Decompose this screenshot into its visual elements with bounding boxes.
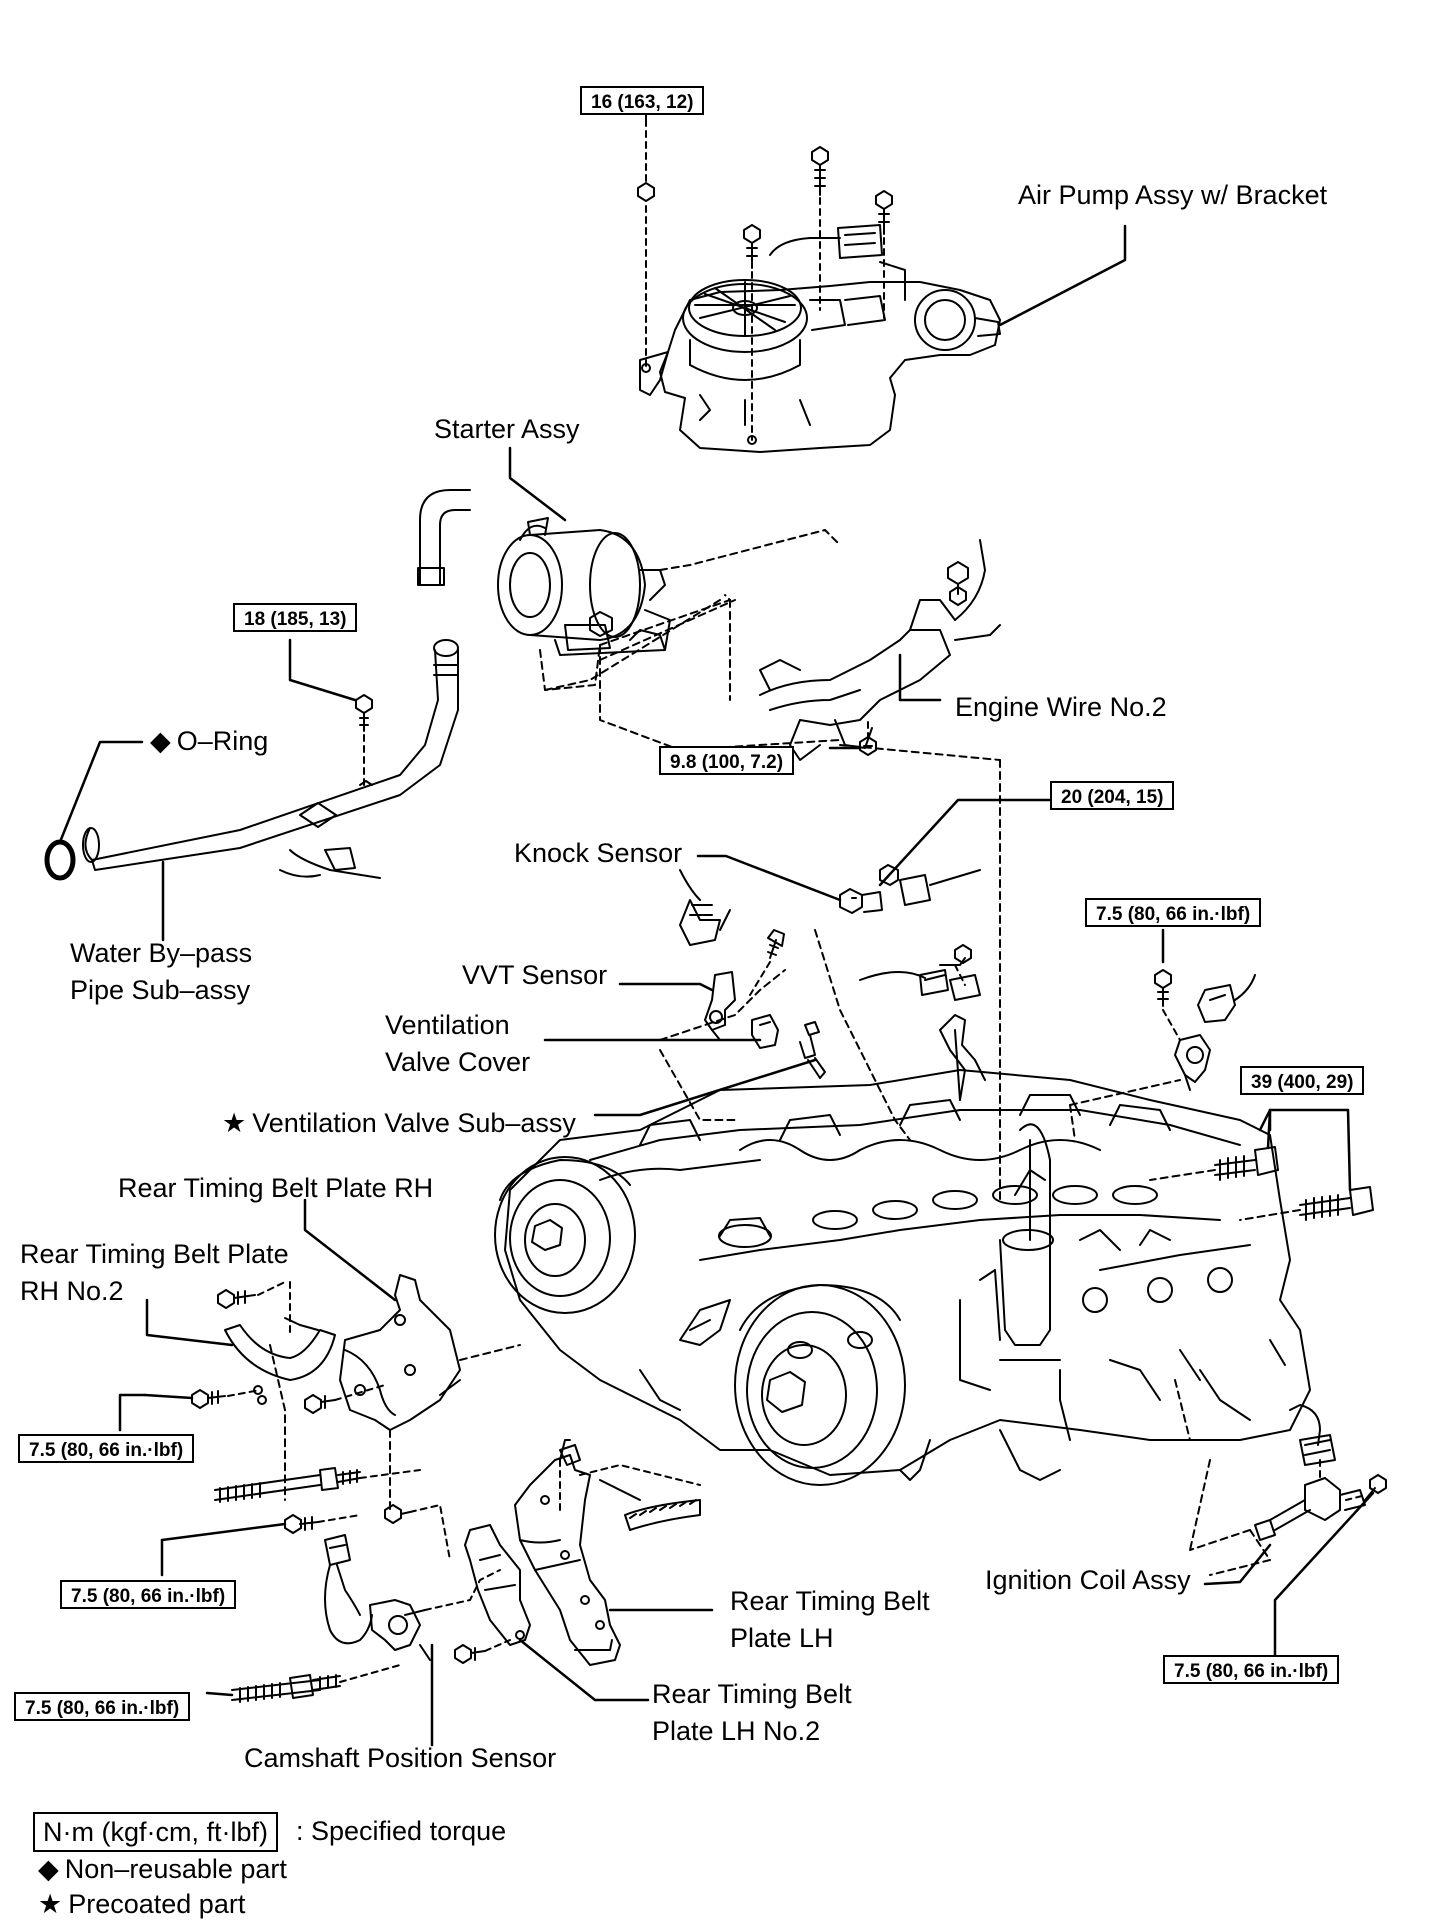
legend-specified-torque: : Specified torque xyxy=(296,1816,507,1846)
engine-wire-label: Engine Wire No.2 xyxy=(955,692,1167,722)
torque-right-bolts: 39 (400, 29) xyxy=(1240,1066,1365,1095)
rear-timing-belt-plate-rh-drawing xyxy=(339,1274,461,1431)
ignition-coil-assy-label: Ignition Coil Assy xyxy=(985,1565,1191,1595)
rear-timing-belt-plate-rh-no2-label-line1: Rear Timing Belt Plate xyxy=(20,1239,289,1269)
o-ring-drawing xyxy=(44,839,76,881)
rear-timing-belt-plate-lh-drawing xyxy=(514,1439,641,1666)
rear-timing-belt-plate-lh-no2-label-line2: Plate LH No.2 xyxy=(652,1716,821,1746)
torque-right-upper-sensor: 7.5 (80, 66 in.·lbf) xyxy=(1085,898,1262,927)
rear-timing-belt-plate-rh-no2-label-line2: RH No.2 xyxy=(20,1276,124,1306)
torque-rear-plate-rh: 7.5 (80, 66 in.·lbf) xyxy=(18,1434,195,1463)
legend-precoated: ★Precoated part xyxy=(38,1886,245,1923)
engine-block-drawing xyxy=(494,1014,1311,1486)
camshaft-position-sensor-drawing xyxy=(324,1534,431,1661)
rear-timing-belt-plate-rh-label: Rear Timing Belt Plate RH xyxy=(118,1173,434,1203)
legend-torque-unit-box: N·m (kgf·cm, ft·lbf) xyxy=(33,1812,278,1852)
air-pump-drawing xyxy=(639,224,1001,453)
knock-sensor-drawing xyxy=(679,864,981,946)
non-reusable-diamond-icon: ◆ xyxy=(150,726,171,756)
starter-assy-label: Starter Assy xyxy=(434,414,580,444)
ventilation-valve-cover-label-line1: Ventilation xyxy=(385,1010,510,1040)
torque-knock-sensor: 20 (204, 15) xyxy=(1050,781,1175,810)
camshaft-position-sensor-label: Camshaft Position Sensor xyxy=(244,1743,557,1773)
o-ring-label: ◆O–Ring xyxy=(150,723,268,760)
starter-drawing xyxy=(497,517,671,656)
air-pump-bolts xyxy=(637,119,893,445)
precoated-star-icon: ★ xyxy=(222,1108,247,1138)
right-bolts-39 xyxy=(1214,1146,1374,1221)
lower-left-studs xyxy=(214,1467,411,1703)
legend-star-icon: ★ xyxy=(38,1889,63,1919)
ignition-coil-drawing xyxy=(1254,1404,1366,1541)
torque-engine-wire: 9.8 (100, 7.2) xyxy=(659,746,795,775)
ventilation-valve-cover-label-line2: Valve Cover xyxy=(385,1047,531,1077)
torque-water-pipe: 18 (185, 13) xyxy=(233,603,358,632)
water-pipe-label-line1: Water By–pass xyxy=(70,938,253,968)
engine-wire-drawing xyxy=(759,539,1001,761)
rear-timing-belt-plate-lh-no2-drawing xyxy=(464,1524,531,1646)
rear-timing-belt-plate-rh-no2-drawing xyxy=(224,1317,336,1381)
rear-timing-belt-plate-lh-label-line2: Plate LH xyxy=(730,1623,834,1653)
ventilation-valve-label: ★Ventilation Valve Sub–assy xyxy=(222,1105,576,1142)
legend-diamond-icon: ◆ xyxy=(38,1854,59,1884)
right-upper-sensor xyxy=(1154,969,1256,1091)
rear-timing-belt-plate-lh-no2-label-line1: Rear Timing Belt xyxy=(652,1679,852,1709)
vvt-sensor-drawing xyxy=(704,929,785,1041)
knock-sensor-label: Knock Sensor xyxy=(514,838,683,868)
timing-belt-segment xyxy=(624,1499,701,1531)
vvt-sensor-label: VVT Sensor xyxy=(462,960,608,990)
torque-ignition-coil: 7.5 (80, 66 in.·lbf) xyxy=(1163,1655,1340,1684)
torque-air-pump: 16 (163, 12) xyxy=(580,86,705,115)
starter-hose xyxy=(417,489,471,586)
water-pipe-label-line2: Pipe Sub–assy xyxy=(70,975,251,1005)
legend-non-reusable: ◆Non–reusable part xyxy=(38,1851,287,1888)
air-pump-assy-label: Air Pump Assy w/ Bracket xyxy=(1018,180,1328,210)
water-bypass-pipe-drawing xyxy=(82,639,459,879)
torque-lower-left-2: 7.5 (80, 66 in.·lbf) xyxy=(14,1692,191,1721)
rear-timing-belt-plate-lh-label-line1: Rear Timing Belt xyxy=(730,1586,930,1616)
torque-lower-left-1: 7.5 (80, 66 in.·lbf) xyxy=(60,1580,237,1609)
